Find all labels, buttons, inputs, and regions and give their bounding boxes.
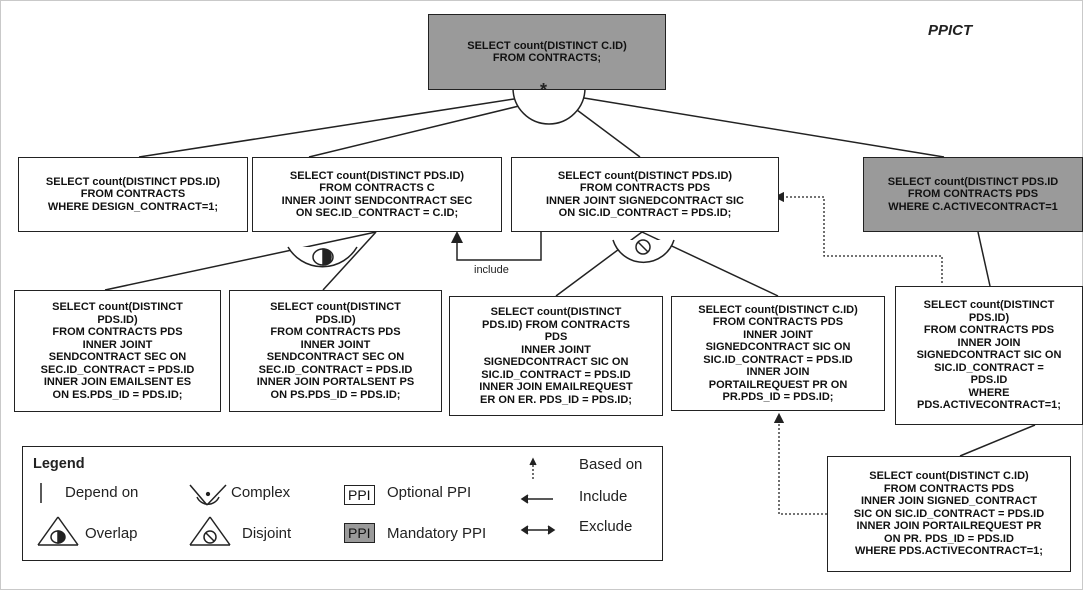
ppi-send-contract: SELECT count(DISTINCT PDS.ID) FROM CONTR… <box>252 157 502 232</box>
ppi-portal-sent: SELECT count(DISTINCT PDS.ID) FROM CONTR… <box>229 290 442 412</box>
ppi-email-sent: SELECT count(DISTINCT PDS.ID) FROM CONTR… <box>14 290 221 412</box>
disjoint-connector <box>555 231 779 297</box>
based-on-arrow-1 <box>773 191 943 283</box>
legend-symbols <box>37 457 556 546</box>
legend-overlap: Overlap <box>85 525 138 542</box>
ppi-portal-request: SELECT count(DISTINCT C.ID) FROM CONTRAC… <box>671 296 885 411</box>
based-on-arrow-2 <box>773 412 827 515</box>
complex-semicircle <box>512 87 586 125</box>
ppi-signed-contract: SELECT count(DISTINCT PDS.ID) FROM CONTR… <box>511 157 779 232</box>
based-on-icon <box>529 457 537 479</box>
legend-mandatory-chip: PPI <box>344 523 375 543</box>
depend-line-to-l1b <box>308 105 520 158</box>
legend-disjoint: Disjoint <box>242 525 292 542</box>
depend-line-to-l1d <box>583 97 945 158</box>
overlap-connector <box>104 231 377 291</box>
legend-mandatory-ppi: Mandatory PPI <box>387 525 487 542</box>
legend-based-on: Based on <box>579 456 643 473</box>
overlap-icon <box>37 516 79 546</box>
root-ppi: SELECT count(DISTINCT C.ID) FROM CONTRAC… <box>428 14 666 90</box>
legend-complex: Complex <box>231 484 291 501</box>
depend-line-to-l1a <box>138 98 515 158</box>
legend-depend-on: Depend on <box>65 484 139 501</box>
disjoint-icon <box>189 516 231 546</box>
ppi-portal-request-active: SELECT count(DISTINCT C.ID) FROM CONTRAC… <box>827 456 1071 572</box>
ppi-active-contract: SELECT count(DISTINCT PDS.ID FROM CONTRA… <box>863 157 1083 232</box>
complex-connector <box>138 87 945 158</box>
include-label: include <box>474 264 509 276</box>
exclude-icon <box>520 525 556 535</box>
depend-line-l1d-l2e <box>977 231 991 287</box>
legend: Legend Depend on Complex PPI Optional PP… <box>22 446 663 561</box>
complex-icon <box>189 484 227 506</box>
include-arrow <box>451 231 542 261</box>
legend-title: Legend <box>33 456 85 472</box>
legend-include: Include <box>579 488 628 505</box>
depend-line-l2e-l3 <box>959 424 1036 457</box>
legend-exclude: Exclude <box>579 518 633 535</box>
ppi-signed-active: SELECT count(DISTINCT PDS.ID) FROM CONTR… <box>895 286 1083 425</box>
depend-line-to-l1c <box>576 109 641 158</box>
legend-optional-ppi: Optional PPI <box>387 484 472 501</box>
legend-optional-chip: PPI <box>344 485 375 505</box>
include-icon <box>520 494 553 504</box>
complex-symbol: * <box>540 80 548 100</box>
ppi-email-request: SELECT count(DISTINCT PDS.ID) FROM CONTR… <box>449 296 663 416</box>
ppi-design-contract: SELECT count(DISTINCT PDS.ID) FROM CONTR… <box>18 157 248 232</box>
diagram-title: PPICT <box>928 22 973 39</box>
